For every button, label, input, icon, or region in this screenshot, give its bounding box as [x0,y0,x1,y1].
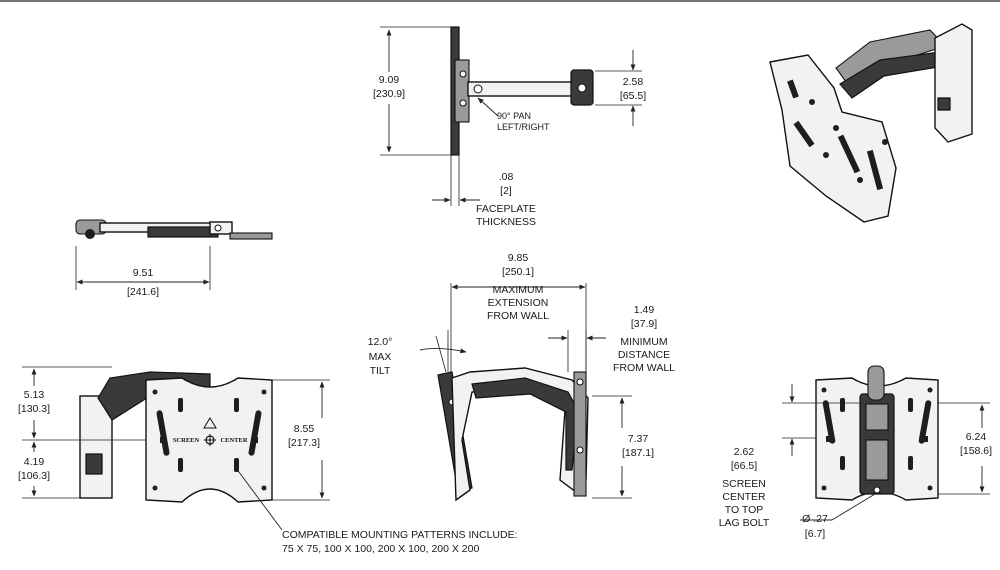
min-label-3: FROM WALL [613,362,675,374]
extension-label-1: MAXIMUM [493,284,544,296]
top-depth-in: 2.58 [623,76,644,88]
lower-in: 4.19 [24,456,45,468]
lower-mm: [106.3] [18,470,50,482]
min-label-1: MINIMUM [620,336,667,348]
extension-label-2: EXTENSION [488,297,549,309]
center-label-1: SCREEN [722,478,766,490]
patterns-label-1: COMPATIBLE MOUNTING PATTERNS INCLUDE: [282,529,518,541]
side-height-in: 7.37 [628,433,649,445]
top-height-in: 9.09 [379,74,400,86]
center-mm: [66.5] [731,460,757,472]
top-depth-mm: [65.5] [620,90,646,102]
upper-in: 5.13 [24,389,45,401]
back-height-mm: [158.6] [960,445,992,457]
center-label-3: TO TOP [725,504,764,516]
faceplate-label-1: FACEPLATE [476,203,536,215]
faceplate-label-2: THICKNESS [476,216,536,228]
min-in: 1.49 [634,304,655,316]
pan-label-2: LEFT/RIGHT [497,122,550,132]
top-view: 9.09 [230.9] 2.58 [65.5] 90° PAN LEFT/RI… [373,26,646,228]
bolt-mm: [6.7] [805,528,826,540]
upper-mm: [130.3] [18,403,50,415]
front-left-view: SCREEN CENTER 5.13 [130.3] 4.19 [106.3] … [18,366,518,555]
plate-text-2: CENTER [220,437,247,444]
extension-mm: [250.1] [502,266,534,278]
center-in: 2.62 [734,446,755,458]
back-view: 2.62 [66.5] SCREEN CENTER TO TOP LAG BOL… [719,365,992,540]
bolt-in: Ø .27 [802,513,828,525]
pan-label-1: 90° PAN [497,111,531,121]
min-label-2: DISTANCE [618,349,670,361]
faceplate-mm: [2] [500,185,512,197]
tilt-label-1: MAX [369,351,392,363]
front-height-in: 8.55 [294,423,315,435]
tilt-label-2: TILT [370,365,391,377]
side-height-mm: [187.1] [622,447,654,459]
small-width-mm: [241.6] [127,286,159,298]
tilt-in: 12.0° [368,336,393,348]
patterns-label-2: 75 X 75, 100 X 100, 200 X 100, 200 X 200 [282,543,479,555]
back-height-in: 6.24 [966,431,987,443]
front-height-mm: [217.3] [288,437,320,449]
min-mm: [37.9] [631,318,657,330]
extension-in: 9.85 [508,252,529,264]
small-width-in: 9.51 [133,267,154,279]
extension-label-3: FROM WALL [487,310,549,322]
center-label-2: CENTER [722,491,766,503]
main-side-view: 9.85 [250.1] MAXIMUM EXTENSION FROM WALL… [368,252,675,502]
faceplate-in: .08 [499,171,514,183]
isometric-view [769,23,973,223]
top-height-mm: [230.9] [373,88,405,100]
plate-text-1: SCREEN [173,437,200,444]
center-label-4: LAG BOLT [719,517,770,529]
small-side-view: 9.51 [241.6] [75,219,273,298]
